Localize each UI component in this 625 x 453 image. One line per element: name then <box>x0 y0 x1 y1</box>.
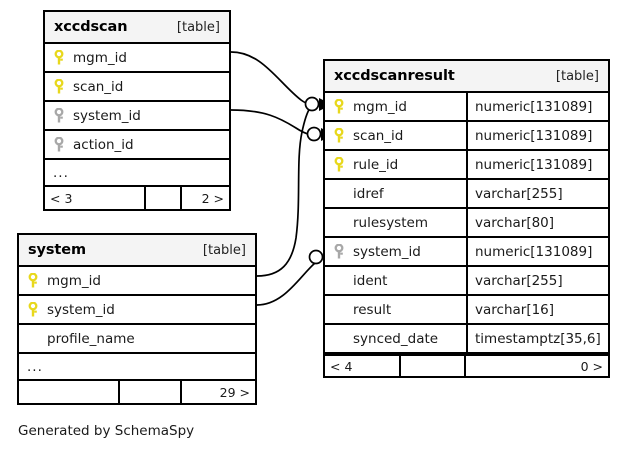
column-xccdscan-mgm-id: mgm_id <box>45 44 229 71</box>
table-system-footer: 29 > <box>19 381 255 403</box>
table-row[interactable]: scan_id numeric[131089] <box>325 122 608 151</box>
primary-key-icon <box>53 49 73 66</box>
table-row[interactable]: mgm_id numeric[131089] <box>325 93 608 122</box>
primary-key-icon <box>333 127 353 144</box>
primary-key-icon <box>333 156 353 173</box>
table-row[interactable]: result varchar[16] <box>325 296 608 325</box>
column-type: timestamptz[35,6] <box>475 330 601 347</box>
table-row[interactable]: system_id <box>19 296 255 325</box>
table-row[interactable]: synced_date timestamptz[35,6] <box>325 325 608 354</box>
edge-system-mgmid-to-result-mgmid <box>256 106 312 277</box>
table-xccdscanresult-header: xccdscanresult [table] <box>325 61 608 93</box>
parent-relation-count[interactable]: < 3 <box>45 187 146 209</box>
footer-middle-cell <box>146 187 182 209</box>
column-label: mgm_id <box>47 272 101 289</box>
column-xccdscan-system-id: system_id <box>45 102 229 129</box>
table-xccdscan-header: xccdscan [table] <box>45 12 229 44</box>
column-result-ident: ident <box>325 267 468 294</box>
more-columns-indicator: ... <box>45 160 229 187</box>
column-label: profile_name <box>47 330 135 347</box>
column-result-system-id: system_id <box>325 238 468 265</box>
table-xccdscan-title: xccdscan <box>54 19 128 35</box>
column-label: action_id <box>73 136 134 153</box>
foreign-key-icon <box>333 243 353 260</box>
footer-middle-cell <box>120 381 182 403</box>
primary-key-icon <box>333 98 353 115</box>
column-type: varchar[80] <box>475 214 555 231</box>
foreign-key-icon <box>53 107 73 124</box>
column-type: numeric[131089] <box>475 243 593 260</box>
table-row[interactable]: ident varchar[255] <box>325 267 608 296</box>
column-label: system_id <box>73 107 141 124</box>
primary-key-icon <box>27 272 47 289</box>
table-row[interactable]: system_id numeric[131089] <box>325 238 608 267</box>
table-system-header: system [table] <box>19 235 255 267</box>
table-xccdscanresult-title: xccdscanresult <box>334 68 455 84</box>
edge-xccdscan-scanid-to-result-scanid <box>230 109 312 136</box>
column-result-rulesystem: rulesystem <box>325 209 468 236</box>
column-system-system-id: system_id <box>19 296 255 323</box>
column-xccdscan-action-id: action_id <box>45 131 229 158</box>
column-label: system_id <box>47 301 115 318</box>
column-result-result: result <box>325 296 468 323</box>
column-label: ident <box>353 272 388 289</box>
table-xccdscan-footer: < 3 2 > <box>45 187 229 209</box>
column-type: numeric[131089] <box>475 98 593 115</box>
table-xccdscanresult[interactable]: xccdscanresult [table] mgm_id numeric[13… <box>323 59 610 378</box>
table-xccdscanresult-footer: < 4 0 > <box>325 354 608 376</box>
primary-key-icon <box>27 301 47 318</box>
table-row[interactable]: mgm_id <box>19 267 255 296</box>
primary-key-icon <box>53 78 73 95</box>
column-system-profile-name: profile_name <box>19 325 255 352</box>
parent-relation-count[interactable]: < 4 <box>325 356 401 376</box>
child-relation-count[interactable]: 2 > <box>201 190 224 206</box>
column-result-scan-id: scan_id <box>325 122 468 149</box>
column-label: system_id <box>353 243 421 260</box>
column-result-synced-date: synced_date <box>325 325 468 352</box>
column-type: varchar[255] <box>475 272 563 289</box>
table-xccdscanresult-tag: [table] <box>555 68 599 84</box>
edge-xccdscan-mgmid-to-result-mgmid <box>230 51 312 106</box>
table-xccdscan-tag: [table] <box>176 19 220 35</box>
child-relation-count[interactable]: 0 > <box>580 358 603 374</box>
edge-system-systemid-to-result-systemid <box>256 257 323 306</box>
column-label: idref <box>353 185 384 202</box>
footer-middle-cell <box>401 356 466 376</box>
table-row[interactable]: profile_name <box>19 325 255 354</box>
column-result-rule-id: rule_id <box>325 151 468 178</box>
column-label: scan_id <box>73 78 124 95</box>
column-result-mgm-id: mgm_id <box>325 93 468 120</box>
table-row[interactable]: rulesystem varchar[80] <box>325 209 608 238</box>
column-label: mgm_id <box>353 98 407 115</box>
table-row[interactable]: system_id <box>45 102 229 131</box>
more-columns-indicator: ... <box>19 354 255 381</box>
column-label: synced_date <box>353 330 439 347</box>
foreign-key-icon <box>53 136 73 153</box>
table-xccdscan[interactable]: xccdscan [table] mgm_id <box>43 10 231 211</box>
column-label: mgm_id <box>73 49 127 66</box>
child-relation-count[interactable]: 29 > <box>219 384 250 400</box>
column-system-mgm-id: mgm_id <box>19 267 255 294</box>
column-type: numeric[131089] <box>475 127 593 144</box>
column-label: result <box>353 301 392 318</box>
column-label: scan_id <box>353 127 404 144</box>
table-row[interactable]: idref varchar[255] <box>325 180 608 209</box>
column-type: varchar[16] <box>475 301 555 318</box>
column-xccdscan-scan-id: scan_id <box>45 73 229 100</box>
table-system-title: system <box>28 242 86 258</box>
column-result-idref: idref <box>325 180 468 207</box>
table-row[interactable]: scan_id <box>45 73 229 102</box>
column-type: numeric[131089] <box>475 156 593 173</box>
table-row[interactable]: action_id <box>45 131 229 160</box>
parent-relation-count[interactable] <box>19 381 120 403</box>
table-system[interactable]: system [table] mgm_id <box>17 233 257 405</box>
column-label: rulesystem <box>353 214 428 231</box>
column-label: rule_id <box>353 156 399 173</box>
table-system-tag: [table] <box>202 242 246 258</box>
table-row[interactable]: rule_id numeric[131089] <box>325 151 608 180</box>
column-type: varchar[255] <box>475 185 563 202</box>
table-row[interactable]: mgm_id <box>45 44 229 73</box>
generated-by-caption: Generated by SchemaSpy <box>18 423 195 439</box>
